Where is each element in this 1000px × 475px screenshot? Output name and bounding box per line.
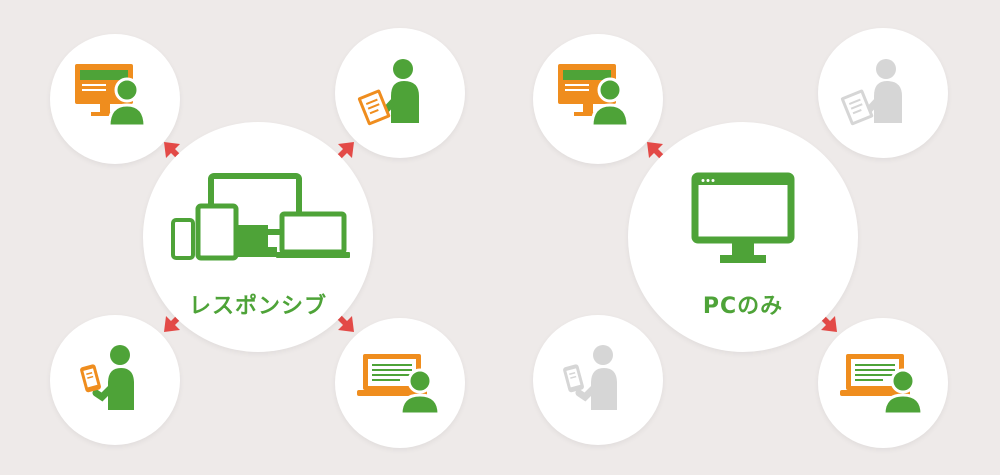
- laptop-user-icon: [357, 354, 441, 416]
- laptop-user-icon: [840, 354, 924, 416]
- desktop-user-icon: [558, 64, 630, 128]
- smartphone-user-icon: [563, 345, 617, 410]
- multi-device-icon: [171, 173, 350, 261]
- monitor-icon: [691, 172, 795, 263]
- smartphone-user-icon: [80, 345, 134, 410]
- desktop-user-icon: [75, 64, 147, 128]
- responsive-label: レスポンシブ: [188, 294, 327, 319]
- pc-only-label: PCのみ: [702, 294, 784, 319]
- tablet-user-icon: [357, 59, 419, 126]
- tablet-user-icon: [840, 59, 902, 126]
